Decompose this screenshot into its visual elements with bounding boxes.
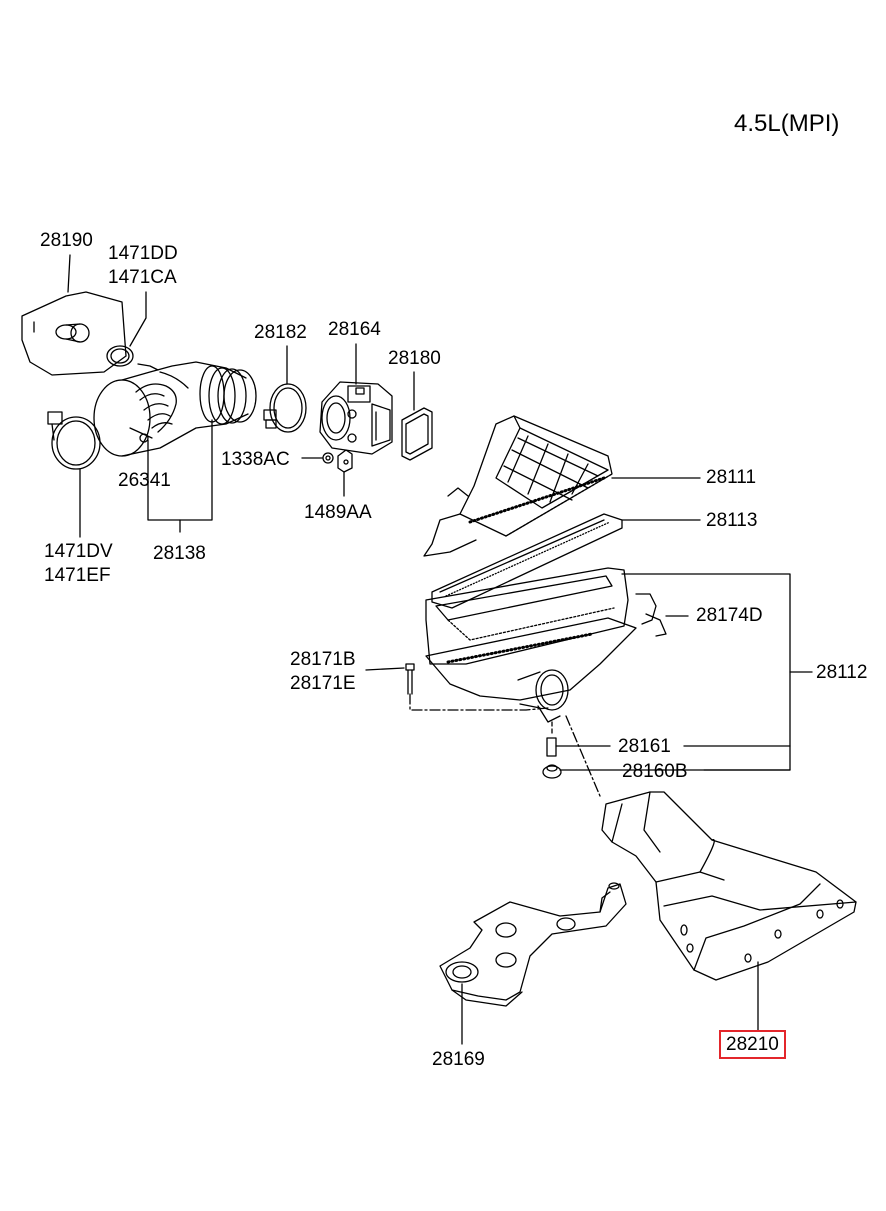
label-28112[interactable]: 28112	[816, 662, 868, 683]
grommet-28161	[547, 738, 610, 756]
label-28169[interactable]: 28169	[432, 1049, 485, 1070]
label-28171e[interactable]: 28171E	[290, 673, 356, 694]
label-1471dd[interactable]: 1471DD	[108, 243, 178, 264]
label-1489aa[interactable]: 1489AA	[304, 502, 372, 523]
hose-clamp-28182	[264, 346, 306, 432]
bolt-28171b	[366, 664, 548, 710]
air-flow-sensor-28164	[320, 344, 392, 454]
label-28190[interactable]: 28190	[40, 230, 93, 251]
label-28161[interactable]: 28161	[618, 736, 671, 757]
label-28180[interactable]: 28180	[388, 348, 441, 369]
intake-hose-28138	[94, 362, 256, 532]
air-cleaner-housing-28112	[426, 568, 812, 770]
screw-1338ac	[302, 453, 333, 463]
label-28138[interactable]: 28138	[153, 543, 206, 564]
label-28111[interactable]: 28111	[706, 467, 757, 488]
label-28182[interactable]: 28182	[254, 322, 307, 343]
bracket-28169	[440, 883, 626, 1044]
label-28160b[interactable]: 28160B	[622, 761, 688, 782]
hose-clamp-1471dd	[107, 292, 146, 366]
label-28210-highlighted[interactable]: 28210	[719, 1030, 786, 1059]
air-filter-28113	[432, 514, 700, 608]
hose-clamp-1471dv	[48, 412, 100, 537]
label-28171b[interactable]: 28171B	[290, 649, 356, 670]
label-28174d[interactable]: 28174D	[696, 605, 763, 626]
label-28164[interactable]: 28164	[328, 319, 381, 340]
engine-label: 4.5L(MPI)	[734, 110, 840, 137]
label-1471dv[interactable]: 1471DV	[44, 541, 113, 562]
label-28113[interactable]: 28113	[706, 510, 758, 531]
resonator-plate-28190	[22, 255, 126, 375]
label-1471ef[interactable]: 1471EF	[44, 565, 111, 586]
bracket-1489aa	[338, 450, 352, 496]
gasket-28180	[402, 372, 432, 460]
label-1471ca[interactable]: 1471CA	[108, 267, 177, 288]
bushing-28160b	[543, 716, 600, 796]
air-duct-28210	[602, 792, 856, 1030]
label-26341[interactable]: 26341	[118, 470, 171, 491]
label-1338ac[interactable]: 1338AC	[221, 449, 290, 470]
air-cleaner-cover-28111	[424, 416, 700, 556]
